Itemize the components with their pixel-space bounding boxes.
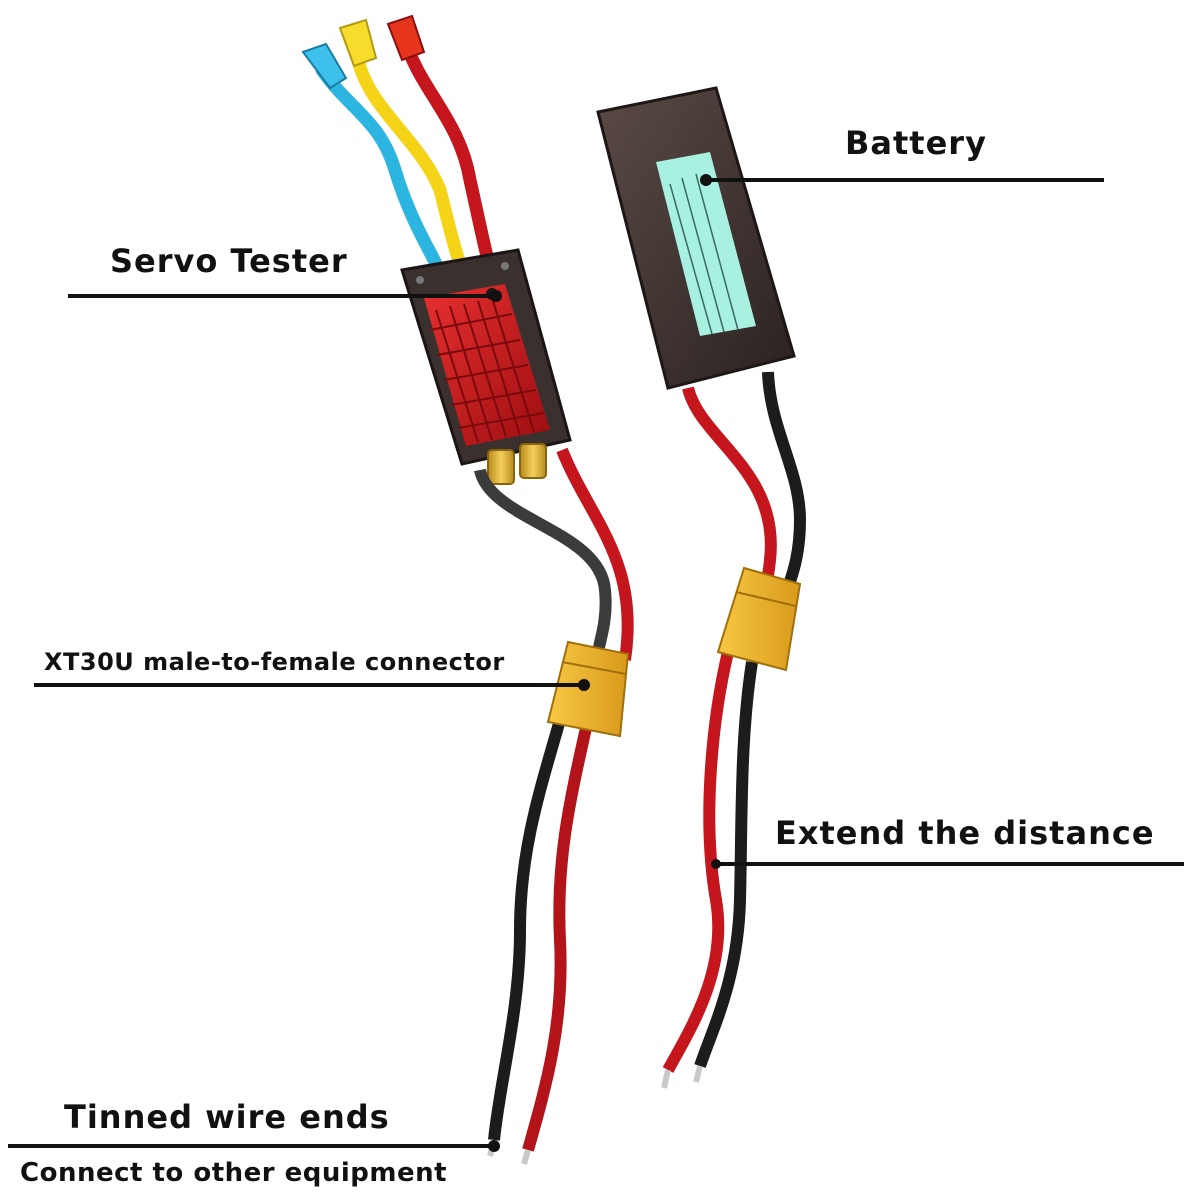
servo-signal-wires (301, 14, 497, 279)
servo-output-wires (474, 447, 634, 1165)
battery-wires (661, 371, 807, 1089)
servo-tester-device (400, 248, 572, 485)
leader-lines (8, 178, 1184, 1148)
xt30-connector-right (716, 566, 802, 672)
connector-label: XT30U male-to-female connector (44, 648, 505, 676)
leader-dots (488, 174, 721, 1152)
battery-pack (596, 86, 796, 390)
servo-tester-label: Servo Tester (110, 242, 348, 280)
red-lead-end (386, 14, 426, 62)
yellow-lead-end (338, 18, 378, 68)
extend-label: Extend the distance (775, 814, 1155, 852)
blue-lead-end (301, 42, 348, 90)
tinned-label: Tinned wire ends (64, 1098, 390, 1136)
battery-label: Battery (845, 124, 987, 162)
connect-label: Connect to other equipment (20, 1158, 448, 1188)
